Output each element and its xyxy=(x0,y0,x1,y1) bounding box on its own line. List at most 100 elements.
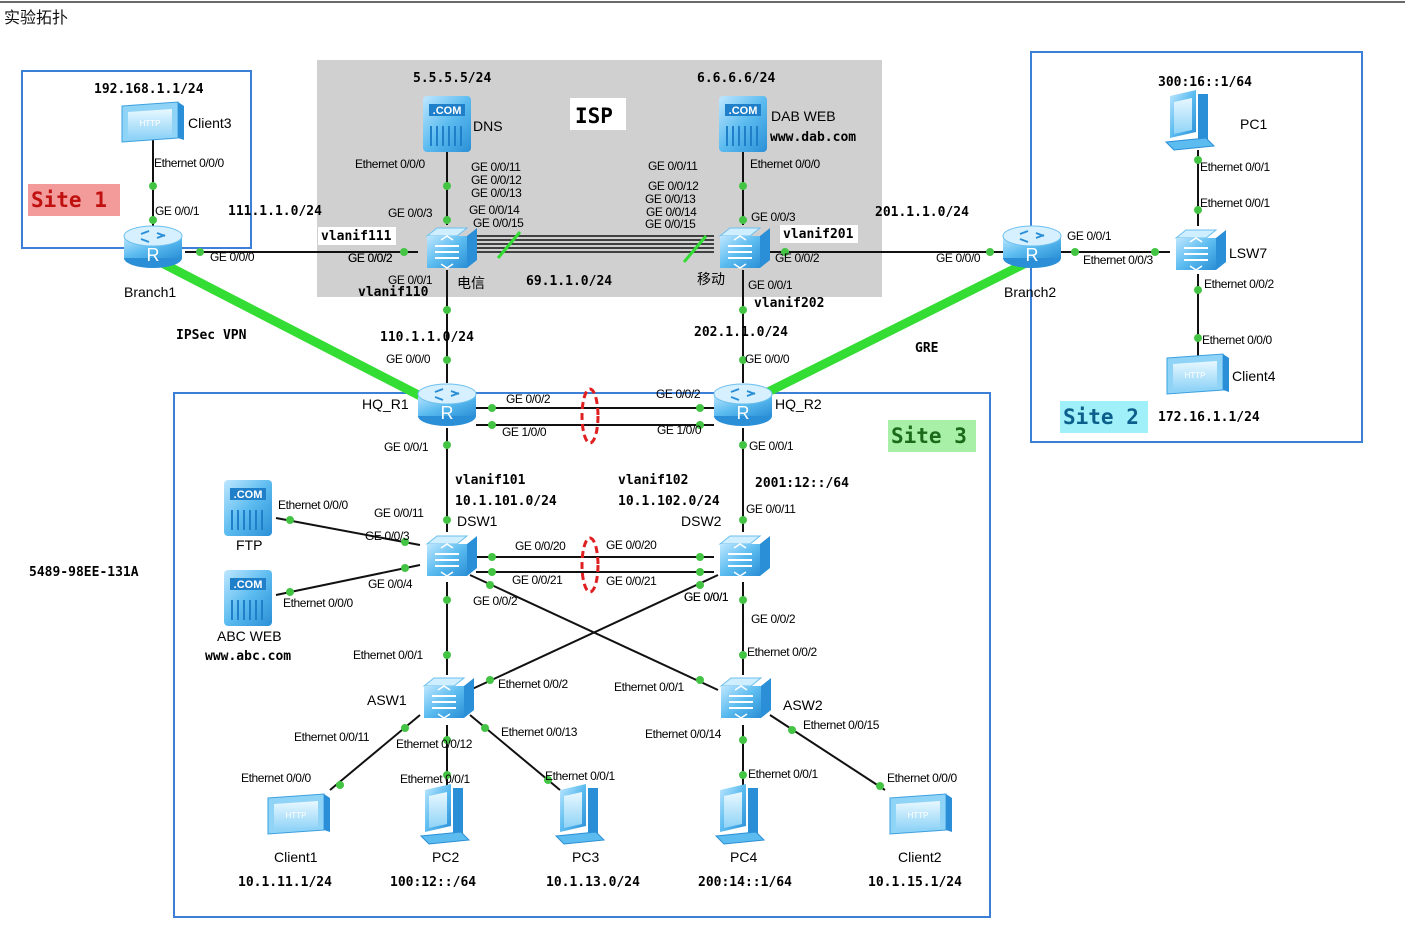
client3-label: Client3 xyxy=(188,115,232,131)
port-label-31: GE 1/0/0 xyxy=(502,425,547,439)
port-label-17: GE 0/0/15 xyxy=(645,217,696,231)
port-label-10: GE 0/0/13 xyxy=(471,186,522,200)
hq-r1-router-icon[interactable] xyxy=(417,383,477,427)
port-label-37: Ethernet 0/0/0 xyxy=(278,498,349,512)
pc2-label: PC2 xyxy=(432,849,459,865)
hq-r2-router-icon[interactable] xyxy=(713,383,773,427)
port-label-22: GE 0/0/0 xyxy=(936,251,981,265)
port-label-19: GE 0/0/3 xyxy=(751,210,796,224)
link-endpoints xyxy=(149,156,1202,790)
address-label-7: vlanif201 xyxy=(783,227,854,242)
port-label-58: Ethernet 0/0/14 xyxy=(645,727,722,741)
pc1-label: PC1 xyxy=(1240,116,1267,132)
branch1-label: Branch1 xyxy=(124,284,176,300)
port-label-24: Ethernet 0/0/3 xyxy=(1083,253,1154,267)
dianxin-switch-icon[interactable] xyxy=(426,227,478,269)
client2-label: Client2 xyxy=(898,849,942,865)
port-label-36: GE 0/0/1 xyxy=(749,439,794,453)
pc2-icon[interactable] xyxy=(420,783,470,845)
port-label-18: Ethernet 0/0/0 xyxy=(750,157,821,171)
port-label-13: GE 0/0/11 xyxy=(648,159,698,173)
client4-icon[interactable] xyxy=(1166,353,1230,395)
client3-icon[interactable] xyxy=(121,101,185,143)
dns-server-icon[interactable] xyxy=(422,95,472,153)
client1-icon[interactable] xyxy=(267,793,331,835)
ftp-server-icon[interactable] xyxy=(223,479,273,537)
port-label-1: GE 0/0/1 xyxy=(155,204,200,218)
asw1-label: ASW1 xyxy=(367,692,407,708)
yidong-switch-icon[interactable] xyxy=(719,227,771,269)
label-plate xyxy=(780,225,858,243)
tunnel-label-1: GRE xyxy=(915,341,938,356)
yidong-label: 移动 xyxy=(697,271,725,287)
address-label-19: 5489-98EE-131A xyxy=(29,565,139,580)
port-label-41: Ethernet 0/0/0 xyxy=(283,596,354,610)
port-label-25: Ethernet 0/0/1 xyxy=(1200,160,1271,174)
address-label-5: vlanif110 xyxy=(358,285,429,300)
port-label-52: Ethernet 0/0/2 xyxy=(498,677,569,691)
port-label-57: Ethernet 0/0/2 xyxy=(747,645,818,659)
port-label-60: Ethernet 0/0/0 xyxy=(241,771,312,785)
label-plate xyxy=(318,227,396,245)
address-label-0: 192.168.1.1/24 xyxy=(94,82,204,97)
port-label-12: GE 0/0/15 xyxy=(473,216,524,230)
address-label-1: 111.1.1.0/24 xyxy=(228,204,322,219)
address-label-11: 172.16.1.1/24 xyxy=(1158,410,1260,425)
port-label-14: GE 0/0/12 xyxy=(648,179,699,193)
asw2-switch-icon[interactable] xyxy=(720,677,772,719)
port-label-49: GE 0/0/1 xyxy=(684,590,729,604)
dsw1-switch-icon[interactable] xyxy=(426,535,478,577)
address-label-23: 200:14::1/64 xyxy=(698,875,792,890)
port-label-55: Ethernet 0/0/13 xyxy=(501,725,578,739)
dsw2-switch-icon[interactable] xyxy=(719,535,771,577)
address-label-12: 110.1.1.0/24 xyxy=(380,330,474,345)
site2-label: Site 2 xyxy=(1063,405,1139,429)
branch2-router-icon[interactable] xyxy=(1002,225,1062,269)
client2-icon[interactable] xyxy=(889,793,953,835)
port-label-7: GE 0/0/1 xyxy=(388,273,433,287)
port-label-33: GE 0/0/0 xyxy=(745,352,790,366)
address-label-8: vlanif202 xyxy=(754,296,824,311)
port-label-44: GE 0/0/2 xyxy=(473,594,518,608)
port-label-39: GE 0/0/3 xyxy=(365,529,410,543)
address-label-20: 10.1.11.1/24 xyxy=(238,875,332,890)
pc3-icon[interactable] xyxy=(555,783,605,845)
port-label-20: GE 0/0/2 xyxy=(775,251,820,265)
dsw1-label: DSW1 xyxy=(457,513,498,529)
address-label-10: 300:16::1/64 xyxy=(1158,75,1252,90)
asw1-switch-icon[interactable] xyxy=(423,677,475,719)
port-label-46: GE 0/0/11 xyxy=(746,502,796,516)
lsw7-switch-icon[interactable] xyxy=(1175,229,1227,271)
pc4-icon[interactable] xyxy=(715,783,765,845)
abc-domain: www.abc.com xyxy=(205,649,291,664)
dsw2-label: DSW2 xyxy=(681,513,722,529)
abc-label: ABC WEB xyxy=(217,628,282,644)
port-label-42: GE 0/0/20 xyxy=(515,539,566,553)
asw2-label: ASW2 xyxy=(783,697,823,713)
port-label-51: Ethernet 0/0/1 xyxy=(353,648,424,662)
port-label-64: Ethernet 0/0/0 xyxy=(887,771,958,785)
port-label-50: GE 0/0/2 xyxy=(751,612,796,626)
port-label-62: Ethernet 0/0/1 xyxy=(545,769,616,783)
address-label-2: 5.5.5.5/24 xyxy=(413,71,491,86)
pc1-icon[interactable] xyxy=(1165,89,1215,151)
address-label-9: 201.1.1.0/24 xyxy=(875,205,969,220)
port-label-34: GE 0/0/2 xyxy=(656,387,701,401)
port-label-47: GE 0/0/20 xyxy=(606,538,657,552)
port-label-56: Ethernet 0/0/1 xyxy=(614,680,685,694)
address-label-21: 100:12::/64 xyxy=(390,875,476,890)
abc-web-server-icon[interactable] xyxy=(223,569,273,627)
eth-trunk-markers xyxy=(496,231,708,594)
branch1-router-icon[interactable] xyxy=(123,225,183,269)
address-label-4: vlanif111 xyxy=(321,229,392,244)
gre-tunnel xyxy=(745,257,1031,407)
port-label-29: GE 0/0/0 xyxy=(386,352,431,366)
hqr2-label: HQ_R2 xyxy=(775,396,822,412)
dab-web-server-icon[interactable] xyxy=(718,95,768,153)
port-label-27: Ethernet 0/0/2 xyxy=(1204,277,1275,291)
address-label-24: 10.1.15.1/24 xyxy=(868,875,962,890)
port-label-61: Ethernet 0/0/1 xyxy=(400,772,471,786)
port-label-15: GE 0/0/13 xyxy=(645,192,696,206)
